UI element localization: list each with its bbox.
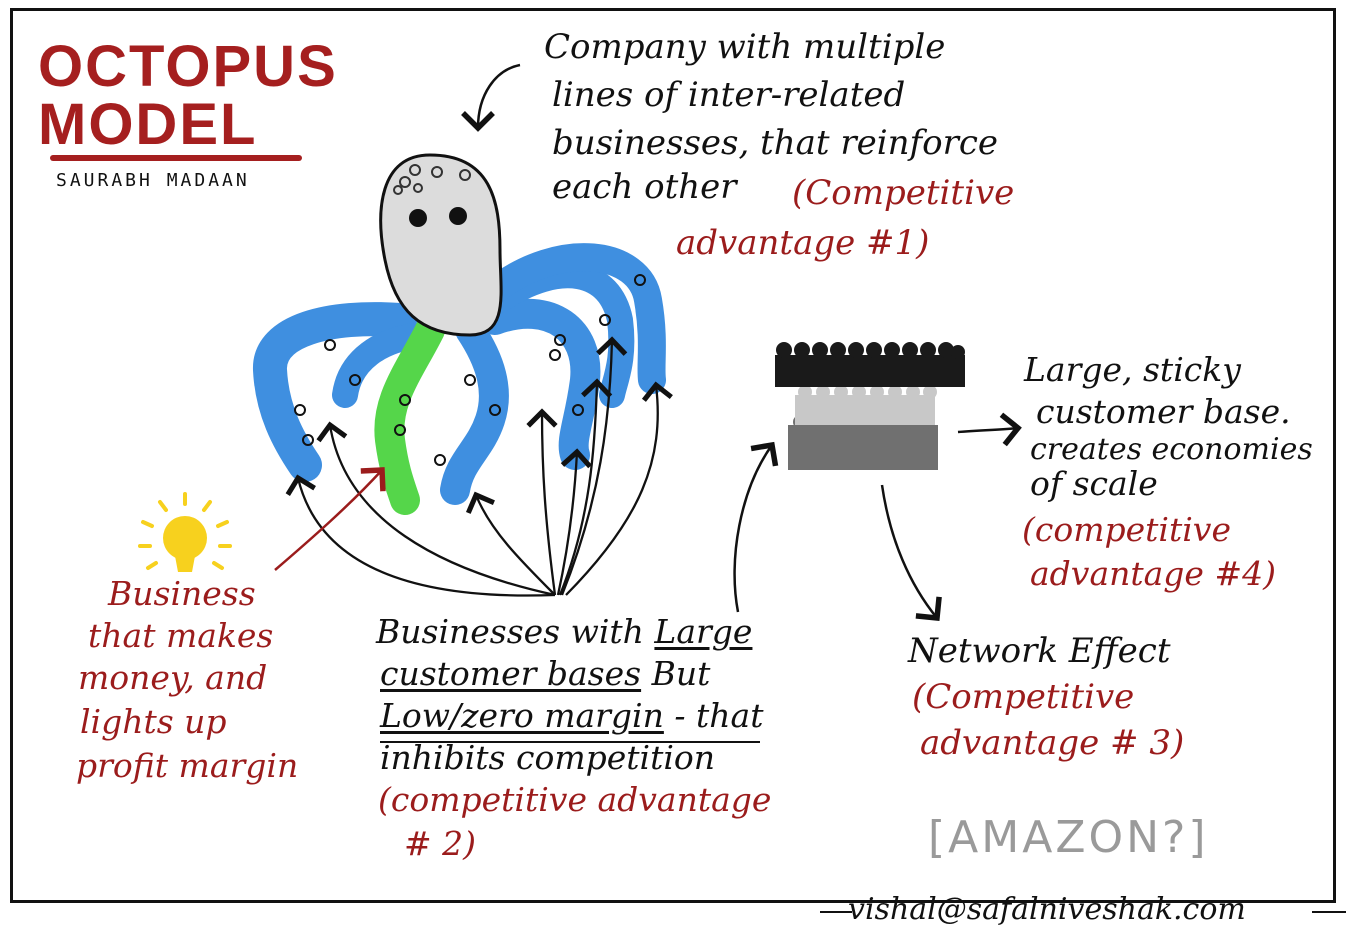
low-margin-line-3-underlined: Low/zero margin	[380, 696, 664, 735]
company-note-line-3: businesses, that reinforce	[552, 123, 999, 163]
crowd-icon	[775, 342, 965, 470]
low-margin-line-3-plain: - that	[674, 696, 764, 735]
low-margin-line-3: Low/zero margin - that	[380, 698, 763, 734]
arrow-crowd-to-scale	[957, 412, 1022, 447]
low-margin-line-2-underlined: customer bases	[380, 654, 642, 693]
tentacle-green	[374, 315, 445, 515]
tentacle-left-outer	[253, 302, 417, 482]
profit-line-2: that makes	[88, 616, 274, 655]
profit-line-1: Business	[108, 574, 256, 613]
low-margin-line-1: Businesses with Large	[376, 614, 752, 650]
low-margin-line-1-plain: Businesses with	[376, 612, 644, 651]
octopus-head	[379, 153, 503, 337]
company-note-line-4: each other	[552, 167, 737, 207]
network-effect-advantage-2: advantage # 3)	[920, 723, 1185, 763]
customer-advantage-2: advantage #4)	[1030, 554, 1276, 593]
arrow-profit-to-green	[274, 467, 386, 571]
customer-line-3: creates economies	[1030, 432, 1313, 467]
tentacle-left-inner	[332, 322, 433, 408]
company-note-advantage-2: advantage #1)	[676, 223, 930, 263]
tentacle-right-1	[480, 298, 601, 470]
title-line-2: MODEL	[38, 92, 258, 157]
profit-line-3: money, and	[78, 658, 268, 697]
low-margin-advantage-1: (competitive advantage	[378, 780, 772, 819]
octopus-eye-right	[449, 207, 467, 225]
arrow-low-margin-to-crowd	[733, 441, 779, 613]
title-underline	[50, 155, 302, 161]
profit-line-5: profit margin	[76, 746, 299, 785]
title-line-1: OCTOPUS	[38, 34, 338, 99]
low-margin-line-2-plain: But	[651, 654, 711, 693]
octopus-eye-left	[409, 209, 427, 227]
author-name: SAURABH MADAAN	[56, 170, 250, 191]
lightbulb-icon	[138, 492, 232, 572]
octopus-illustration	[253, 153, 666, 515]
company-note-advantage-1: (Competitive	[792, 173, 1015, 213]
network-effect-advantage-1: (Competitive	[912, 677, 1135, 717]
low-margin-line-4: inhibits competition	[380, 738, 716, 777]
amazon-question: [AMAZON?]	[928, 812, 1209, 863]
arrow-company-to-octopus	[461, 63, 521, 132]
customer-line-1: Large, sticky	[1024, 350, 1241, 389]
company-note-line-2: lines of inter-related	[552, 75, 906, 115]
frame-border	[10, 8, 1336, 903]
customer-line-4: of scale	[1030, 464, 1158, 503]
tentacle-right-2	[487, 262, 635, 408]
low-margin-advantage-2: # 2)	[404, 824, 477, 863]
network-effect-label: Network Effect	[908, 631, 1171, 671]
author-email: vishal@safalniveshak.com	[848, 892, 1246, 927]
low-margin-line-2: customer bases But	[380, 656, 710, 692]
customer-line-2: customer base.	[1036, 392, 1291, 431]
profit-line-4: lights up	[80, 702, 227, 741]
arrows-low-margin-to-tentacles	[285, 336, 673, 597]
company-note-line-1: Company with multiple	[544, 27, 946, 67]
arrow-crowd-to-network	[880, 484, 942, 622]
tentacle-center	[440, 315, 509, 505]
low-margin-line-1-underlined: Large	[654, 612, 753, 651]
tentacle-right-outer	[481, 243, 666, 394]
customer-advantage-1: (competitive	[1022, 510, 1231, 549]
